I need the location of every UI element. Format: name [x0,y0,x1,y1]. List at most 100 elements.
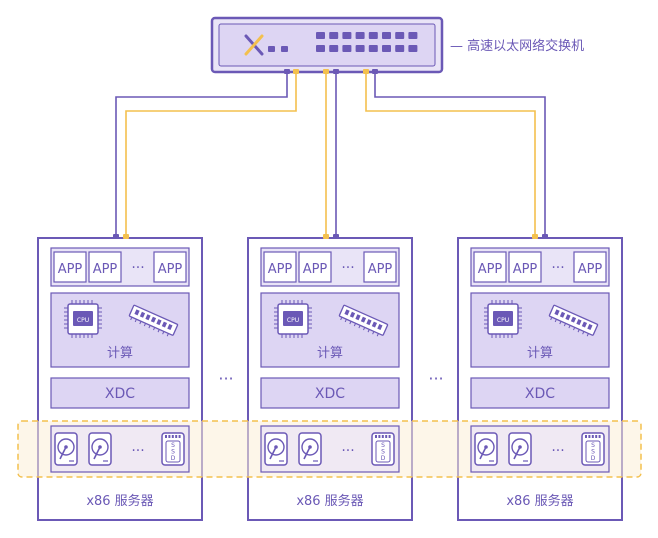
cpu-icon: CPU [274,300,312,338]
indicator-light-icon [281,46,288,52]
port-icon [355,32,365,39]
memory-module-icon [548,304,599,337]
app-label: APP [478,262,503,277]
switch-connectors [284,69,378,74]
port-icon [408,45,418,52]
app-label: APP [368,262,393,277]
ssd-label-char: S [171,449,175,456]
disk-ellipsis: ··· [131,443,144,459]
ssd-label-char: D [591,455,596,462]
app-box [53,251,87,283]
app-box [573,251,607,283]
hard-disk-icon [54,432,78,466]
server-port-icon [123,234,129,239]
cpu-label: CPU [497,317,509,324]
cpu-icon: CPU [484,300,522,338]
app-label: APP [303,262,328,277]
switch-faceplate [218,23,436,67]
server-port-icon [542,234,548,239]
ssd-icon: SSD [161,432,185,466]
ssd-icon: SSD [581,432,605,466]
port-icon [316,45,325,52]
memory-module-icon [128,304,179,337]
ssd-icon: SSD [371,432,395,466]
port-icon [368,45,378,52]
ssd-label-char: D [171,455,176,462]
compute-label: 计算 [527,346,553,361]
cpu-label: CPU [287,317,299,324]
app-label: APP [58,262,83,277]
server-port-icon [113,234,119,239]
port-icon [316,32,325,39]
disk-ellipsis: ··· [551,443,564,459]
cpu-icon: CPU [64,300,102,338]
hard-disk-icon [298,432,322,466]
network-cable [374,72,546,238]
switch-connector-icon [363,69,369,74]
switch-connector-icon [293,69,299,74]
server-storage: ··· SSD [50,425,190,473]
xdc-layer [260,377,400,409]
app-box [263,251,297,283]
ssd-label-char: S [381,442,385,449]
ssd-label-char: S [591,442,595,449]
server-name: x86 服务器 [86,493,153,509]
port-icon [329,45,339,52]
xdc-layer [50,377,190,409]
ssd-label-char: S [591,449,595,456]
switch-connector-icon [323,69,329,74]
ssd-label-char: S [171,442,175,449]
server-port-icon [333,234,339,239]
switch-port-grid [316,32,418,52]
ssd-label-char: D [381,455,386,462]
compute-label: 计算 [107,346,133,361]
port-icon [382,32,391,39]
port-icon [329,32,339,39]
app-ellipsis: ··· [551,260,564,276]
hard-disk-icon [264,432,288,466]
port-icon [395,45,405,52]
hard-disk-icon [508,432,532,466]
app-label: APP [158,262,183,277]
app-box [363,251,397,283]
server-storage: ··· SSD [260,425,400,473]
port-icon [342,32,352,39]
network-cable [365,72,536,238]
app-box [88,251,122,283]
indicator-light-icon [268,46,275,52]
server-port-icon [323,234,329,239]
app-label: APP [93,262,118,277]
memory-module-icon [338,304,389,337]
server-name: x86 服务器 [506,493,573,509]
port-icon [355,45,365,52]
port-icon [382,45,391,52]
switch-connector-icon [284,69,290,74]
between-servers-ellipsis: ··· [428,369,443,388]
x-logo-icon [244,34,264,56]
switch-connector-icon [333,69,339,74]
app-label: APP [268,262,293,277]
app-ellipsis: ··· [341,260,354,276]
between-servers-ellipsis: ··· [218,369,233,388]
network-cable [125,72,297,238]
xdc-label: XDC [315,386,345,402]
disk-ellipsis: ··· [341,443,354,459]
hard-disk-icon [88,432,112,466]
app-box [298,251,332,283]
xdc-layer [470,377,610,409]
app-box [508,251,542,283]
server-storage: ··· SSD [470,425,610,473]
port-icon [368,32,378,39]
server-name: x86 服务器 [296,493,363,509]
app-label: APP [578,262,603,277]
network-cables [115,72,546,238]
xdc-label: XDC [105,386,135,402]
app-ellipsis: ··· [131,260,144,276]
xdc-label: XDC [525,386,555,402]
cpu-label: CPU [77,317,89,324]
network-cable [115,72,288,238]
switch-connector-icon [372,69,378,74]
port-icon [408,32,418,39]
app-box [153,251,187,283]
